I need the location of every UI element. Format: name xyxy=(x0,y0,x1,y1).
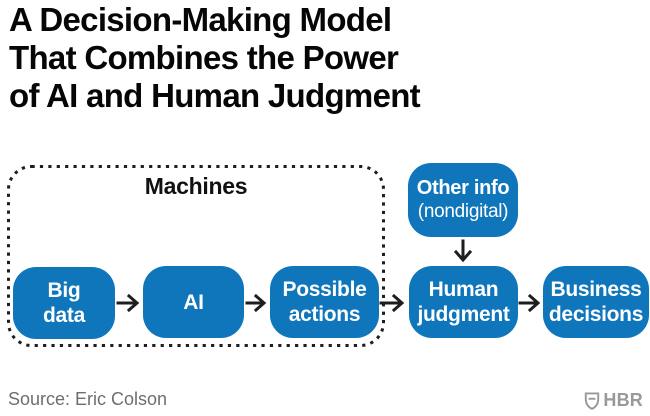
node-possible-actions: Possible actions xyxy=(270,266,379,338)
arrow-bigdata-to-ai xyxy=(116,293,140,313)
node-business-decisions-line-1: Business xyxy=(550,278,642,301)
node-big-data-line-1: Big xyxy=(47,279,81,302)
arrow-humanjudgment-to-businessdecisions xyxy=(518,293,541,313)
title-line-1: A Decision-Making Model xyxy=(9,1,392,38)
title-line-2: That Combines the Power xyxy=(9,39,399,76)
node-ai: AI xyxy=(143,266,244,338)
title-line-3: of AI and Human Judgment xyxy=(9,77,421,114)
machines-group-label: Machines xyxy=(144,173,248,199)
machines-group-border xyxy=(7,165,385,347)
node-human-judgment-line-2: judgment xyxy=(417,303,510,326)
node-big-data: Big data xyxy=(13,267,115,339)
hbr-logo-text: HBR xyxy=(603,390,643,410)
node-human-judgment-line-1: Human xyxy=(428,278,499,301)
arrow-possibleactions-to-humanjudgment xyxy=(379,293,405,313)
hbr-shield-icon xyxy=(585,391,600,410)
source-credit: Source: Eric Colson xyxy=(8,389,168,409)
node-big-data-line-2: data xyxy=(43,304,85,327)
node-ai-line-1: AI xyxy=(183,290,204,314)
node-human-judgment: Human judgment xyxy=(409,266,518,338)
hbr-logo: HBR xyxy=(584,390,643,411)
node-other-info-line-1: Other info xyxy=(416,177,510,199)
node-business-decisions: Business decisions xyxy=(543,266,649,338)
node-other-info: Other info (nondigital) xyxy=(408,163,518,237)
arrow-ai-to-possibleactions xyxy=(245,293,267,313)
node-possible-actions-line-2: actions xyxy=(288,303,361,326)
node-possible-actions-line-1: Possible xyxy=(282,278,367,301)
figure-title: A Decision-Making Model That Combines th… xyxy=(9,1,421,115)
node-business-decisions-line-2: decisions xyxy=(548,303,644,326)
arrow-otherinfo-to-humanjudgment xyxy=(453,239,473,263)
node-other-info-line-2: (nondigital) xyxy=(417,201,509,222)
